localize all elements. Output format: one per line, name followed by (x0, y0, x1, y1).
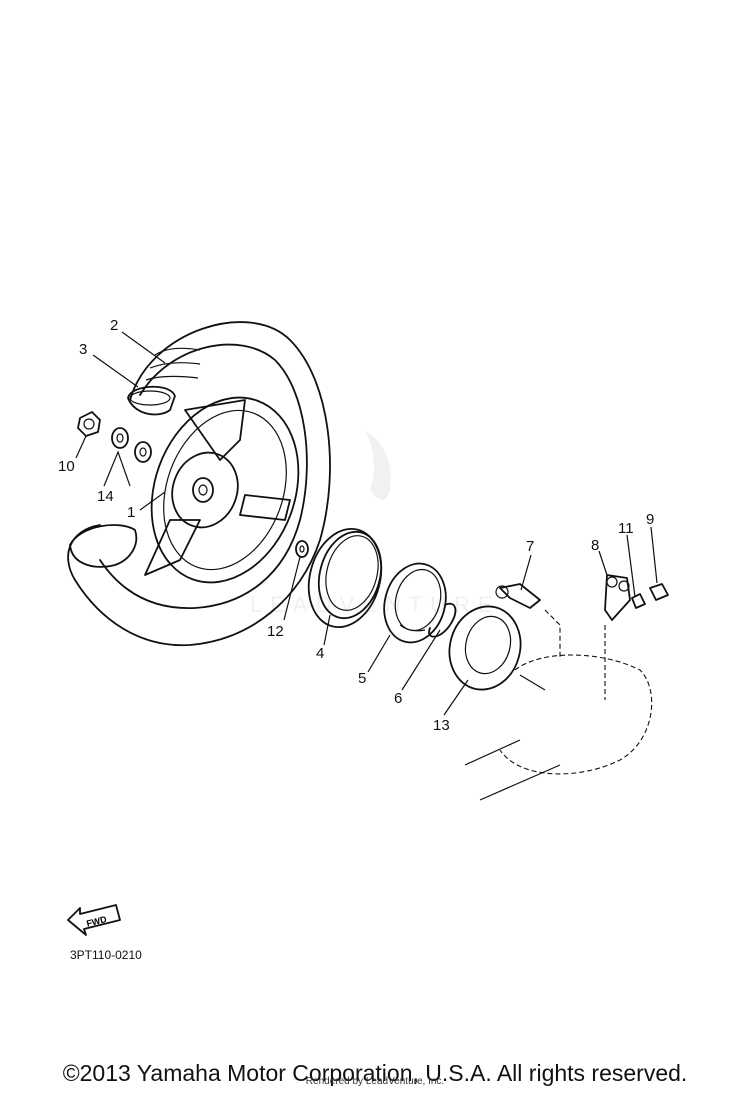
callout-8: 8 (591, 537, 599, 554)
callout-2: 2 (110, 317, 118, 334)
callout-4: 4 (316, 645, 324, 662)
oil-seal[interactable] (440, 598, 529, 697)
brake-cam-bolt[interactable] (495, 583, 561, 660)
callout-5: 5 (358, 670, 366, 687)
callout-9: 9 (646, 511, 654, 528)
forward-arrow-icon: FWD (67, 904, 121, 936)
callout-11: 11 (618, 520, 634, 537)
callout-labels: 2 3 10 14 1 12 4 5 6 13 7 8 11 9 (58, 317, 654, 734)
valve-stem[interactable] (127, 385, 176, 416)
spring-clip[interactable] (428, 602, 457, 638)
callout-3: 3 (79, 341, 87, 358)
callout-1: 1 (127, 504, 135, 521)
callout-12: 12 (267, 623, 284, 640)
tire[interactable] (67, 321, 331, 647)
brake-shoe[interactable] (376, 557, 455, 650)
part-code: 3PT110-0210 (70, 948, 142, 962)
callout-13: 13 (433, 717, 450, 734)
copyright-notice: ©2013 Yamaha Motor Corporation, U.S.A. A… (62, 1060, 688, 1086)
callout-7: 7 (526, 538, 534, 555)
rendered-by-note: Rendered by LeadVenture, Inc. (305, 1076, 445, 1087)
fwd-label: FWD (85, 914, 108, 929)
wheel-rim[interactable] (127, 377, 324, 603)
spacer[interactable] (295, 540, 309, 558)
callout-6: 6 (394, 690, 402, 707)
washer-pair[interactable] (111, 427, 152, 463)
axle-nut[interactable] (77, 411, 101, 437)
callout-10: 10 (58, 458, 75, 475)
lever-nut[interactable] (631, 593, 646, 609)
callout-14: 14 (97, 488, 114, 505)
leader-lines (75, 331, 658, 716)
brake-lever[interactable] (604, 574, 631, 700)
lever-bolt[interactable] (649, 583, 669, 601)
brake-drum[interactable] (298, 521, 391, 636)
engine-housing-outline (464, 654, 653, 801)
